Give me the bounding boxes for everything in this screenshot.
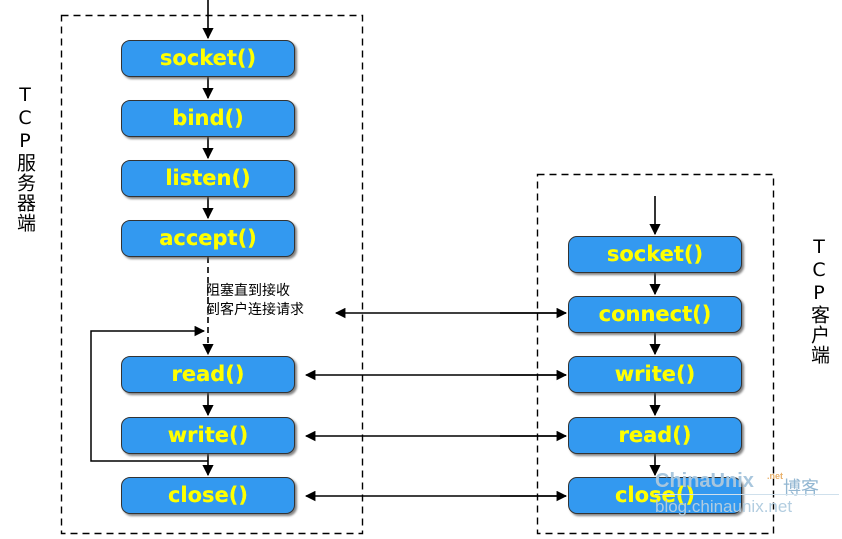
blocking-note: 阻塞直到接收 到客户连接请求 xyxy=(206,282,304,320)
client-step-socket[interactable]: socket() xyxy=(568,236,742,273)
client-side-label: TCP客户端 xyxy=(808,236,830,365)
server-step-write[interactable]: write() xyxy=(121,417,295,454)
server-step-read[interactable]: read() xyxy=(121,356,295,393)
server-loop-write-to-read xyxy=(90,325,208,462)
server-step-close[interactable]: close() xyxy=(121,477,295,514)
client-step-write[interactable]: write() xyxy=(568,356,742,393)
server-step-socket[interactable]: socket() xyxy=(121,40,295,77)
server-side-label: TCP服务器端 xyxy=(14,84,36,233)
client-step-connect[interactable]: connect() xyxy=(568,296,742,333)
server-step-accept[interactable]: accept() xyxy=(121,220,295,257)
blocking-note-line-1: 阻塞直到接收 xyxy=(206,283,290,299)
client-group-boundary xyxy=(536,173,775,535)
server-step-listen[interactable]: listen() xyxy=(121,160,295,197)
server-step-bind[interactable]: bind() xyxy=(121,100,295,137)
client-step-read[interactable]: read() xyxy=(568,417,742,454)
server-group-boundary xyxy=(60,14,364,535)
blocking-note-line-2: 到客户连接请求 xyxy=(206,302,304,318)
client-step-close[interactable]: close() xyxy=(568,477,742,514)
